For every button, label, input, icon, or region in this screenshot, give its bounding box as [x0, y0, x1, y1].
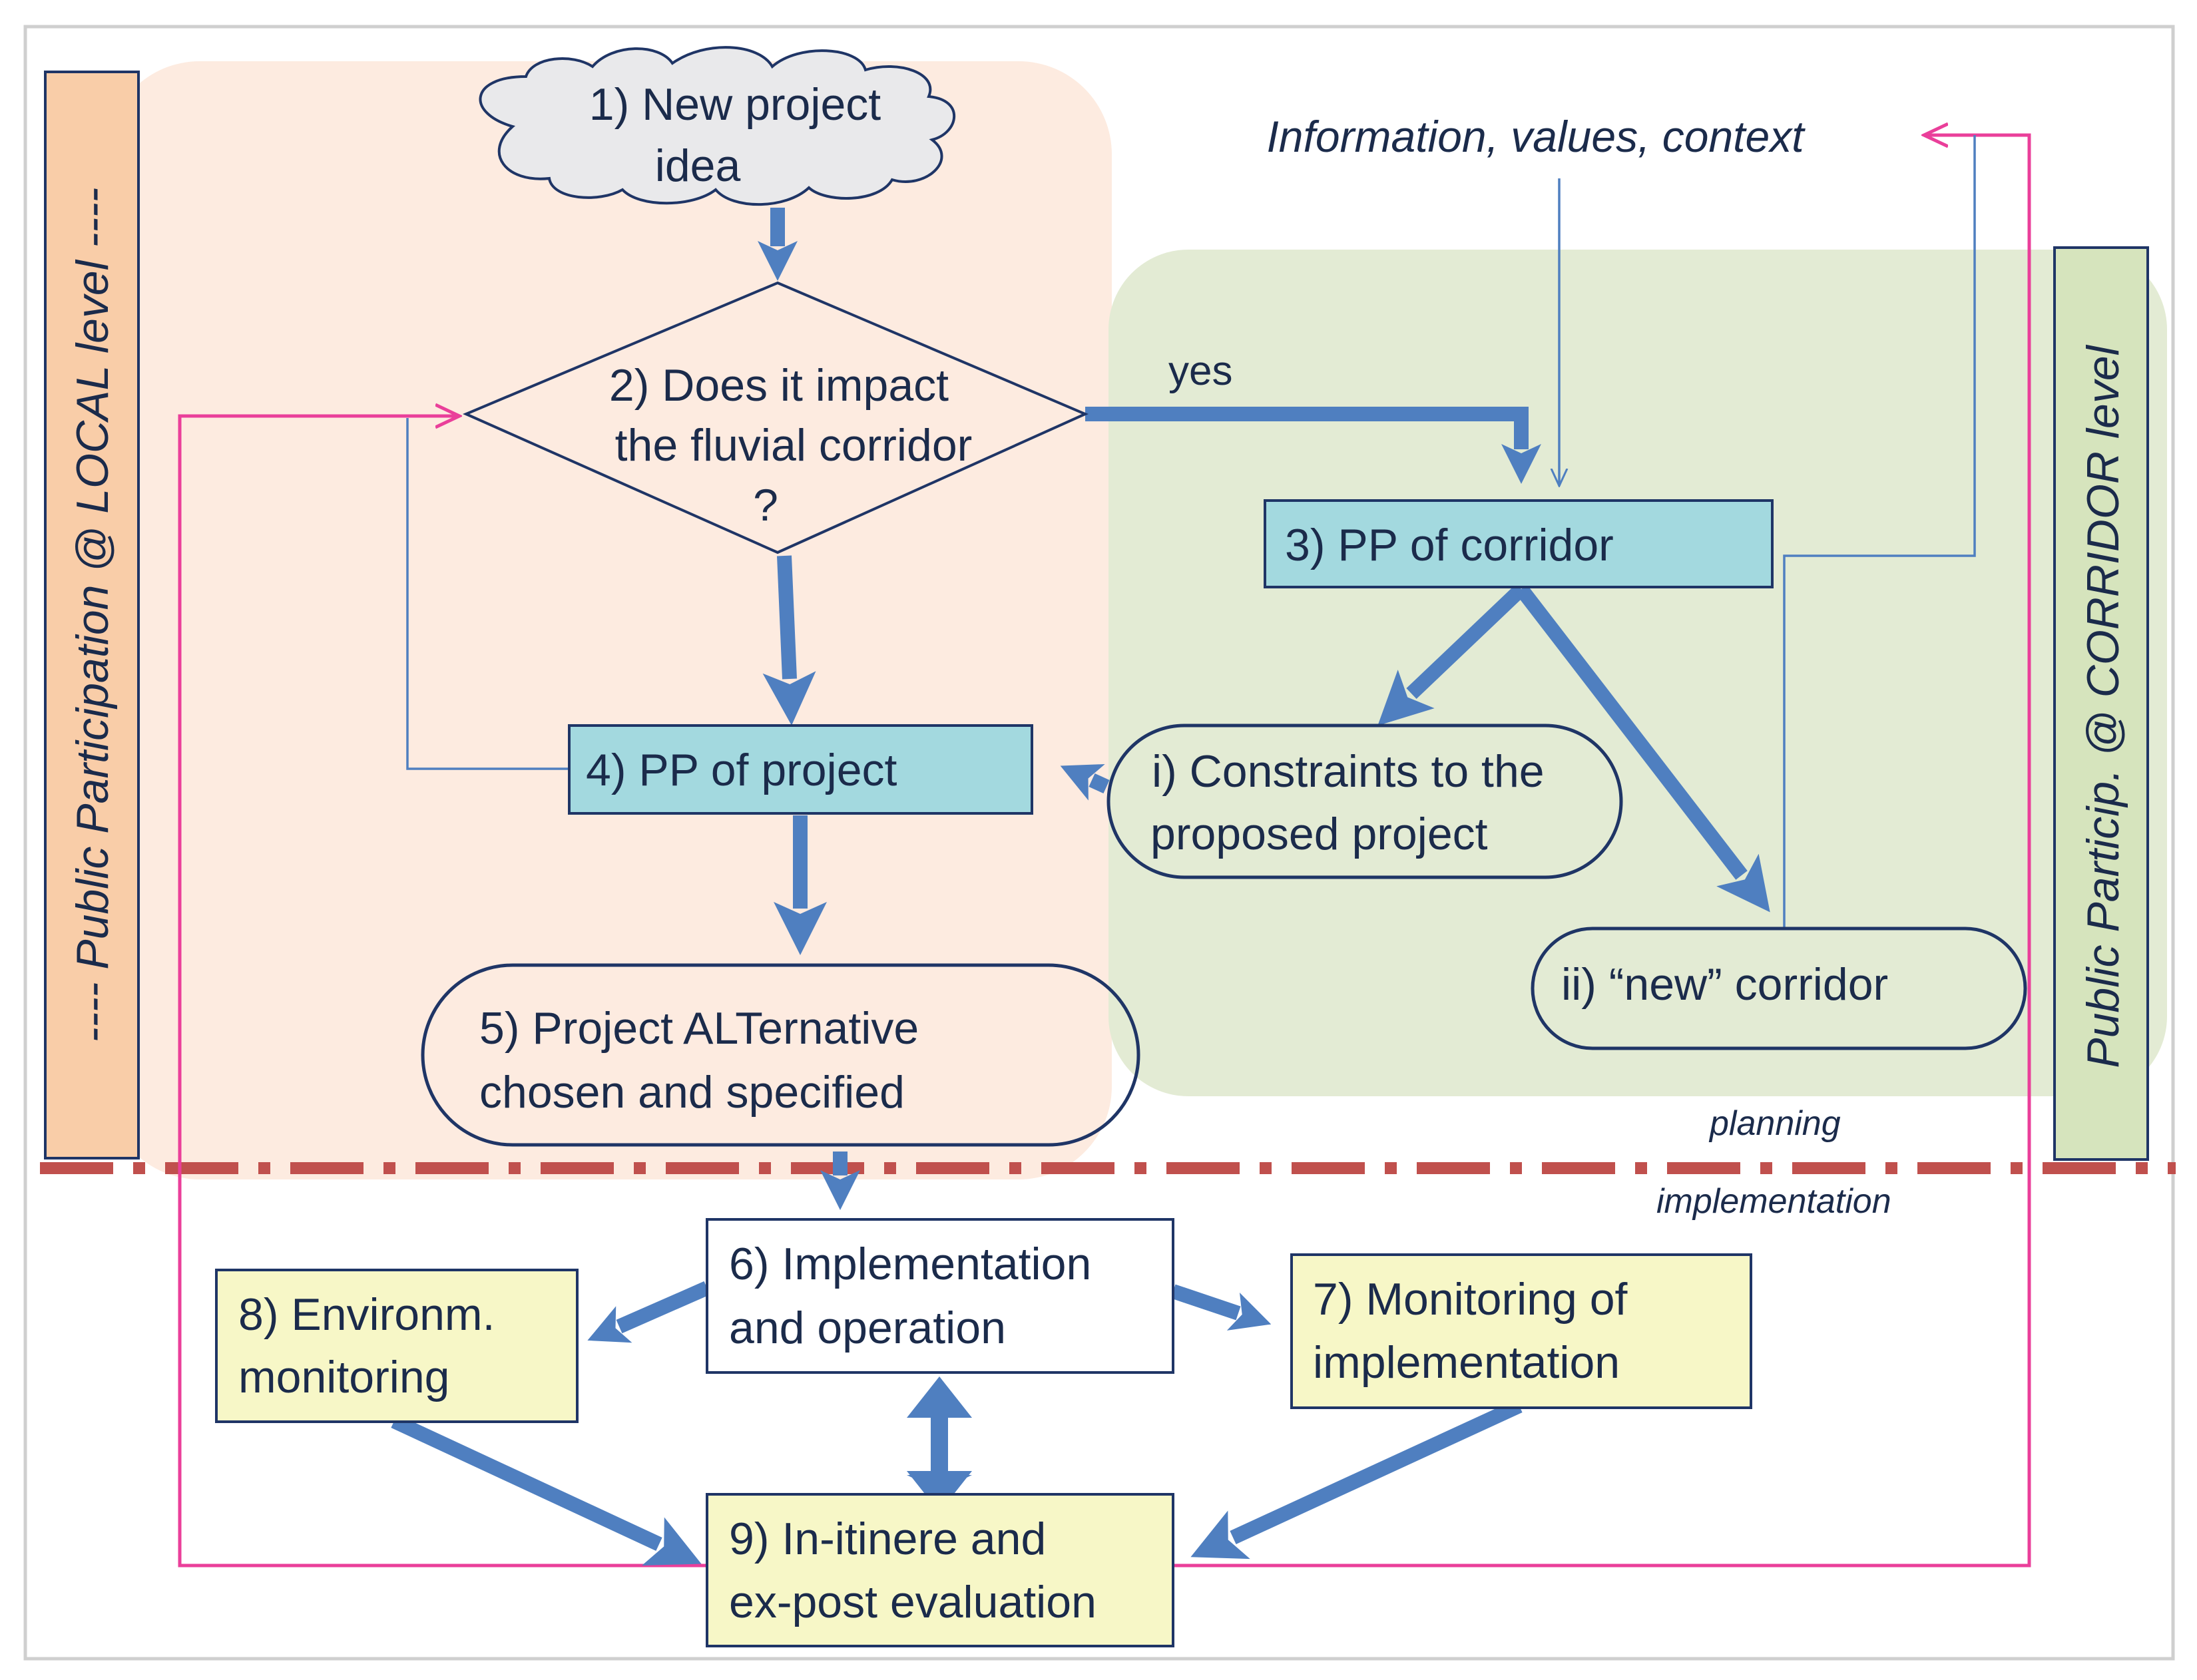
node-6-implementation: 6) Implementation and operation [706, 1218, 1174, 1374]
node-2-decision: 2) Does it impact the fluvial corridor ? [462, 281, 1089, 554]
thin-connectors [406, 135, 1976, 929]
local-level-label: ---- Public Participation @ LOCAL level … [67, 188, 118, 1043]
node-2-line-1: 2) Does it impact [609, 360, 949, 411]
arrow-6-to-8 [587, 1281, 710, 1343]
local-level-zone [107, 61, 1112, 1179]
flow-arrows [391, 208, 1770, 1566]
node-4-pp-project: 4) PP of project [568, 724, 1033, 815]
node-7-line-1: 7) Monitoring of [1313, 1274, 1628, 1325]
corridor-level-zone [1108, 250, 2167, 1096]
node-ii-new-corridor: ii) “new” corridor [1531, 927, 2027, 1050]
corridor-level-label: Public Particip. @ CORRIDOR level [2078, 344, 2128, 1068]
node-i-line-1: i) Constraints to the [1152, 746, 1545, 797]
arrow-i-to-4 [1060, 763, 1110, 801]
node-2-line-2: the fluvial corridor [615, 420, 973, 471]
yes-label: yes [1168, 348, 1232, 394]
node-8-line-2: monitoring [238, 1352, 450, 1402]
arrow-8-to-9 [391, 1414, 702, 1566]
node-7-line-2: implementation [1313, 1337, 1620, 1388]
feedback-loop [178, 135, 2031, 1568]
node-8-line-1: 8) Environm. [238, 1289, 495, 1340]
arrow-7-to-9 [1190, 1399, 1523, 1560]
node-8-environmental-monitoring: 8) Environm. monitoring [215, 1269, 579, 1423]
implementation-label: implementation [1656, 1182, 1891, 1221]
node-5-line-1: 5) Project ALTernative [479, 1003, 919, 1054]
arrow-3-to-i [1377, 584, 1527, 726]
arrow-6-to-7 [1170, 1284, 1272, 1331]
arrow-2-to-3 [1085, 407, 1541, 484]
node-5-project-alternative: 5) Project ALTernative chosen and specif… [421, 963, 1140, 1147]
node-2-line-3: ? [753, 480, 778, 530]
corridor-level-label-box [2053, 246, 2149, 1161]
node-9-evaluation: 9) In-itinere and ex-post evaluation [706, 1493, 1174, 1647]
node-1-line-2: idea [655, 140, 741, 191]
node-1-line-1: 1) New project [589, 79, 881, 130]
node-3-line-1: 3) PP of corridor [1285, 520, 1614, 570]
arrow-3-to-ii [1515, 584, 1770, 913]
node-7-monitoring-implementation: 7) Monitoring of implementation [1290, 1253, 1752, 1409]
node-6-line-2: and operation [729, 1303, 1006, 1353]
planning-label: planning [1708, 1104, 1841, 1143]
node-9-line-2: ex-post evaluation [729, 1577, 1097, 1627]
node-9-line-1: 9) In-itinere and [729, 1514, 1046, 1564]
node-i-constraints: i) Constraints to the proposed project [1106, 724, 1623, 879]
node-4-line-1: 4) PP of project [586, 745, 897, 795]
node-ii-line-1: ii) “new” corridor [1561, 959, 1888, 1010]
node-5-line-2: chosen and specified [479, 1067, 905, 1118]
node-3-pp-corridor: 3) PP of corridor [1264, 499, 1774, 588]
node-i-line-2: proposed project [1150, 809, 1488, 859]
local-level-label-box [44, 71, 140, 1159]
arrow-2-to-4 [762, 555, 816, 726]
node-1-cloud: 1) New project idea [479, 46, 956, 206]
node-6-line-1: 6) Implementation [729, 1239, 1091, 1289]
info-values-label: Information, values, context [1266, 112, 1806, 161]
arrow-6-9-bidirectional [907, 1376, 972, 1512]
